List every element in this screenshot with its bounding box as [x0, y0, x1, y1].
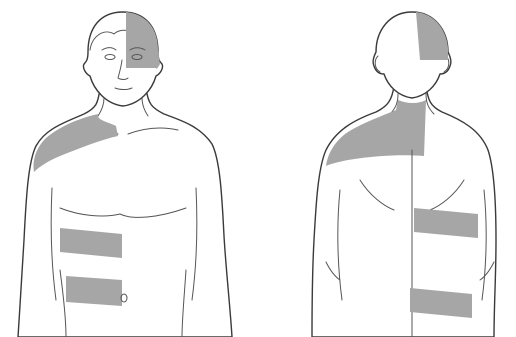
back-shade-head — [416, 12, 448, 60]
front-shade-face — [126, 12, 160, 69]
front-shade-abdomen-band — [66, 276, 122, 306]
front-torso-outline — [18, 88, 232, 337]
front-view — [18, 12, 232, 337]
back-view — [312, 12, 496, 337]
